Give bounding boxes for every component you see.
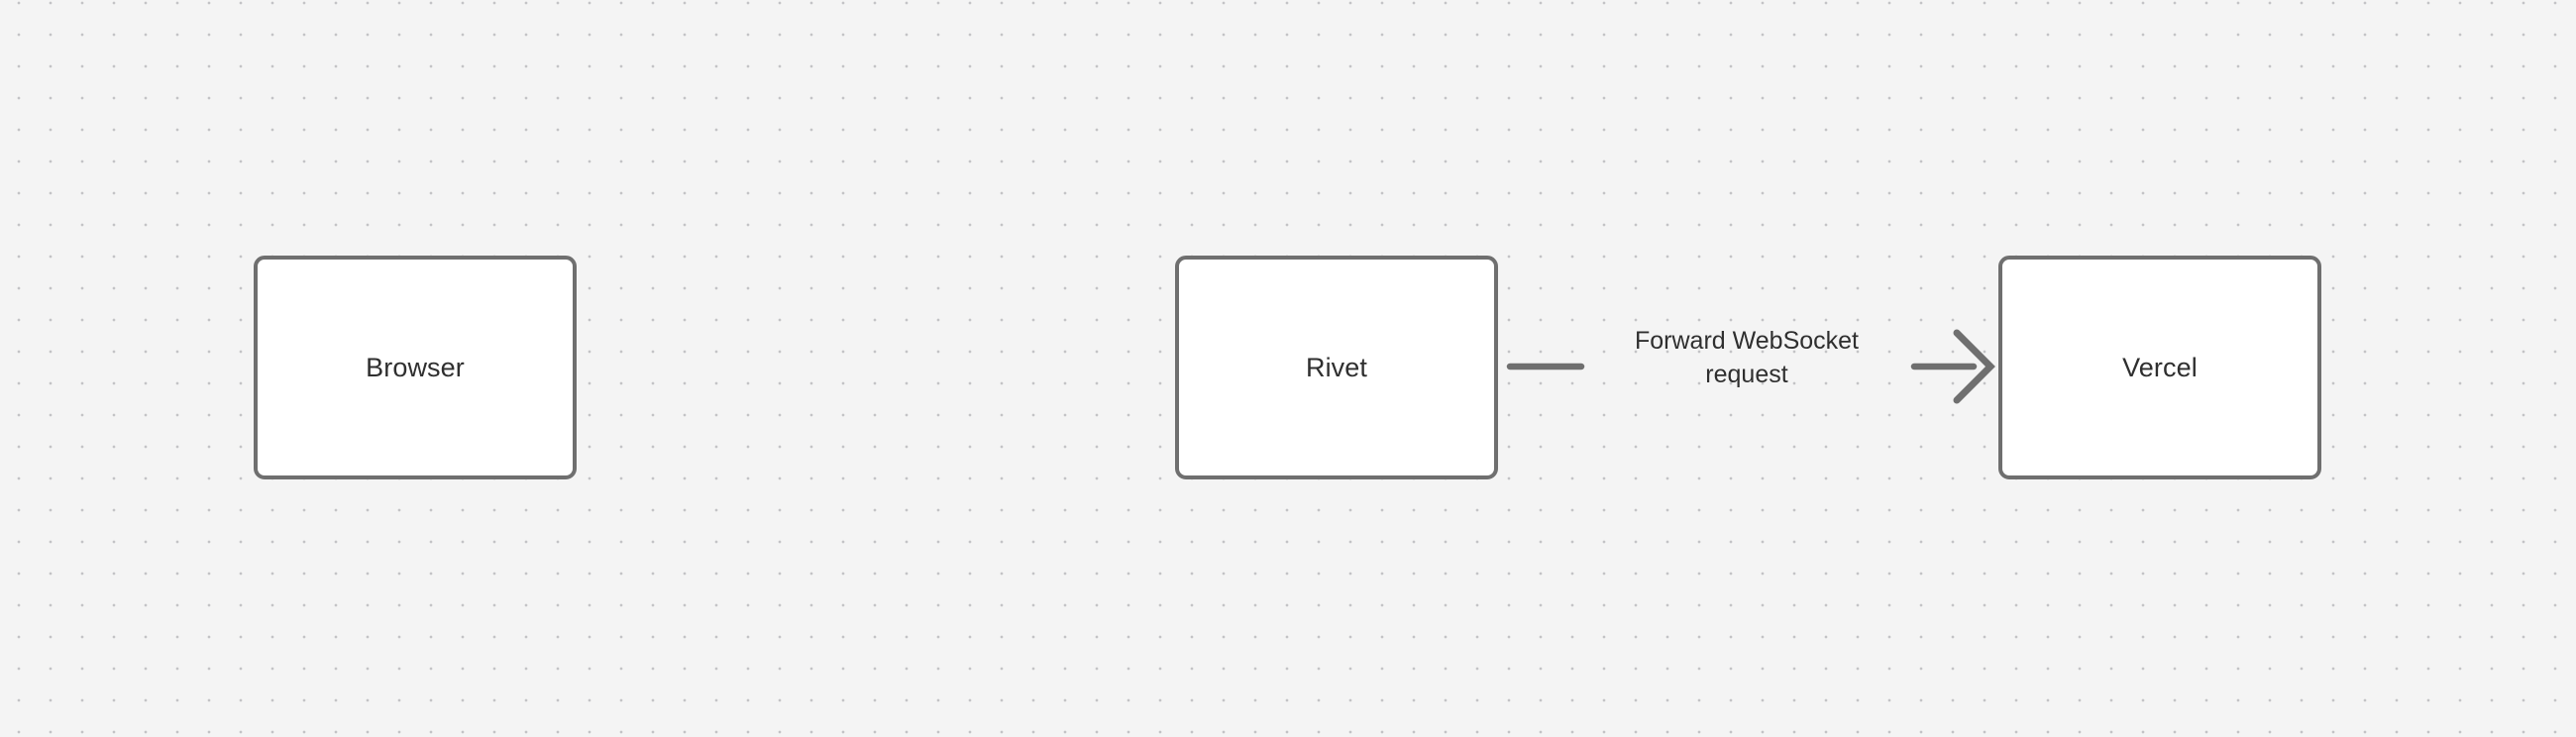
node-rivet-label: Rivet [1305, 352, 1367, 382]
node-vercel[interactable]: Vercel [1998, 256, 2321, 479]
node-browser-label: Browser [366, 352, 465, 382]
arrowhead-icon [1953, 329, 1995, 404]
edge-label-rivet-to-vercel: Forward WebSocket request [1634, 327, 1859, 388]
node-vercel-label: Vercel [2122, 352, 2198, 382]
node-browser[interactable]: Browser [254, 256, 577, 479]
node-rivet[interactable]: Rivet [1175, 256, 1498, 479]
